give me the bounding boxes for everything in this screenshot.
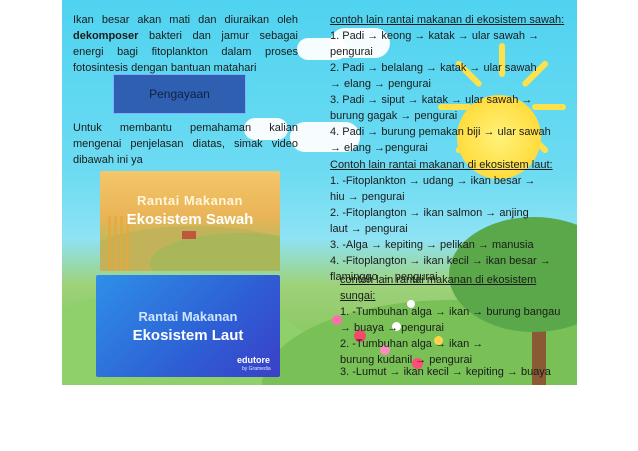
pengayaan-button[interactable]: Pengayaan [113, 74, 246, 114]
edutore-logo: edutore [237, 355, 271, 365]
slide-background: Ikan besar akan mati dan diuraikan oleh … [62, 0, 577, 385]
intro-text-1: Ikan besar akan mati dan diuraikan oleh [73, 14, 298, 26]
sawah-item-4: 4. Padi → burung pemakan biji → ular saw… [330, 126, 551, 154]
sawah-heading: contoh lain rantai makanan di ekosistem … [330, 14, 565, 26]
sungai-item-2: 2. -Tumbuhan alga → ikan → burung kudani… [340, 338, 484, 366]
cloud-decoration [244, 118, 288, 140]
video-sawah-line1: Rantai Makanan [137, 193, 243, 208]
cloud-decoration [330, 28, 390, 58]
laut-item-3: 3. -Alga → kepiting → pelikan → manusia [330, 239, 534, 251]
intro-text-2: bakteri dan jamur sebagai energi bagi fi… [73, 30, 298, 74]
house-icon [182, 231, 196, 239]
help-paragraph: Untuk membantu pemahaman kalian mengenai… [73, 122, 298, 166]
flower-icon [354, 330, 366, 342]
flower-icon [392, 322, 401, 331]
video-sawah-line2: Ekosistem Sawah [126, 211, 254, 228]
tree-icon [449, 217, 577, 332]
flower-icon [380, 345, 390, 355]
sungai-heading: contoh lain rantai makanan di ekosistem … [340, 274, 537, 302]
sun-icon [457, 95, 541, 179]
video-laut-line1: Rantai Makanan [138, 309, 238, 324]
laut-item-4: 4. -Fitoplangton → ikan kecil → ikan bes… [330, 255, 551, 283]
intro-paragraph: Ikan besar akan mati dan diuraikan oleh … [73, 12, 298, 76]
flower-icon [332, 315, 342, 325]
sungai-item-3: 3. -Lumut → ikan kecil → kepiting → buay… [340, 366, 551, 378]
laut-item-2: 2. -Fitoplangton → ikan salmon → anjing … [330, 207, 529, 235]
flower-icon [407, 300, 415, 308]
sungai-item-1: 1. -Tumbuhan alga → ikan → burung bangau… [340, 306, 561, 334]
laut-heading: Contoh lain rantai makanan di ekosistem … [330, 159, 553, 171]
video-thumbnail-sawah[interactable]: Rantai Makanan Ekosistem Sawah [100, 171, 280, 271]
flower-icon [434, 336, 443, 345]
edutore-logo-sub: by Gramedia [242, 366, 271, 372]
intro-bold-term: dekomposer [73, 30, 139, 42]
flower-icon [412, 358, 423, 369]
wheat-icon [108, 216, 132, 271]
cloud-decoration [290, 122, 360, 152]
sawah-item-3: 3. Padi → siput → katak → ular sawah → b… [330, 94, 533, 122]
sawah-item-1: 1. Padi → keong → katak → ular sawah → p… [330, 30, 540, 58]
video-thumbnail-laut[interactable]: Rantai Makanan Ekosistem Laut edutore by… [96, 275, 280, 377]
sawah-item-2: 2. Padi → belalang → katak → ular sawah … [330, 62, 537, 90]
video-laut-line2: Ekosistem Laut [132, 327, 244, 344]
laut-item-1: 1. -Fitoplankton → udang → ikan besar → … [330, 175, 536, 203]
